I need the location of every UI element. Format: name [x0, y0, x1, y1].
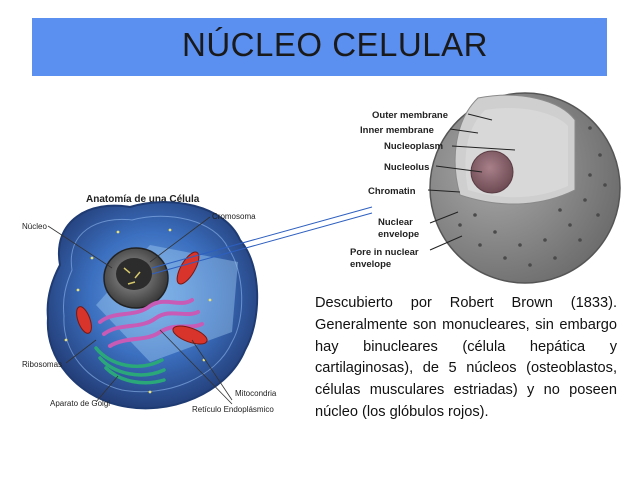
label-mitocondria: Mitocondria [235, 389, 277, 398]
label-outer-membrane: Outer membrane [372, 110, 448, 121]
title-bar: NÚCLEO CELULAR [32, 18, 607, 76]
nucleolus [470, 150, 514, 194]
cell-diagram: Anatomía de una Célula [22, 194, 277, 414]
label-reticulo: Retículo Endoplásmico [192, 405, 274, 414]
ribosomes [64, 228, 212, 394]
label-inner-membrane: Inner membrane [360, 125, 434, 136]
chromosome-mark [123, 267, 141, 285]
description-text: Descubierto por Robert Brown (1833). Gen… [315, 295, 617, 420]
cell-inner-membrane [63, 215, 243, 393]
golgi-apparatus [94, 346, 166, 385]
cell-diagram-title: Anatomía de una Célula [86, 194, 200, 205]
label-nuclear-envelope-1: Nuclear [378, 217, 413, 228]
mitochondria [76, 251, 208, 345]
label-pore-1: Pore in nuclear [350, 247, 419, 258]
label-cromosoma: Cromosoma [212, 212, 256, 221]
label-nucleo: Núcleo [22, 222, 47, 231]
cell-leader-lines [47, 216, 233, 405]
label-ribosomas: Ribosomas [22, 360, 62, 369]
label-pore-2: envelope [350, 259, 391, 270]
label-chromatin: Chromatin [368, 186, 416, 197]
nucleus-leader-lines [427, 113, 516, 251]
label-nucleolus: Nucleolus [384, 162, 429, 173]
zoom-connector-lines [151, 206, 373, 275]
label-nucleoplasm: Nucleoplasm [384, 141, 443, 152]
endoplasmic-reticulum [98, 298, 204, 348]
nucleus-diagram: Outer membrane Inner membrane Nucleoplas… [350, 92, 621, 284]
slide-title: NÚCLEO CELULAR [182, 26, 488, 63]
nuclear-pores [458, 126, 607, 267]
label-aparato-golgi: Aparato de Golgi [50, 399, 110, 408]
label-nuclear-envelope-2: envelope [378, 229, 419, 240]
cell-nucleus-core [116, 258, 152, 290]
